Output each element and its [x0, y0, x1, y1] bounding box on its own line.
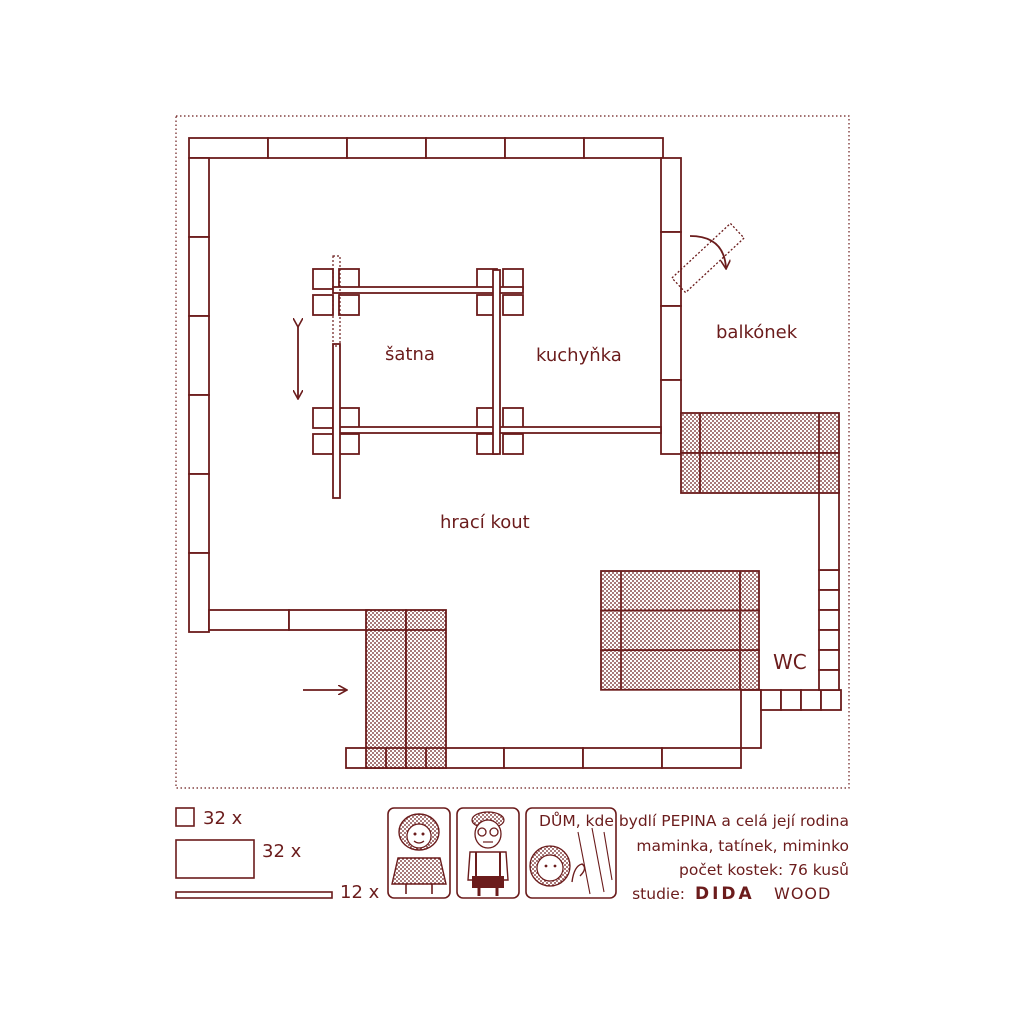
- legend: 32 x 32 x 12 x: [175, 807, 380, 903]
- baby-card: [525, 807, 617, 899]
- wall-block: [660, 305, 682, 381]
- wall-block: [503, 747, 584, 769]
- post-block: [502, 407, 524, 429]
- wall-block: [740, 689, 762, 749]
- dotted-block: [600, 570, 760, 612]
- wall-block: [188, 552, 210, 633]
- info-studio-label: studie:: [632, 885, 685, 903]
- wall-block: [818, 489, 840, 571]
- wall-block: [818, 569, 840, 591]
- wall-block: [288, 609, 370, 631]
- wall-block: [818, 629, 840, 651]
- wall-block: [660, 231, 682, 307]
- info-title: DŮM, kde bydlí PEPINA a celá její rodina: [539, 811, 849, 830]
- post-block: [338, 294, 360, 316]
- wardrobe-door: [332, 255, 341, 347]
- wall-block: [820, 689, 842, 711]
- wall-block: [660, 157, 682, 233]
- post-block: [338, 268, 360, 290]
- wall-block: [188, 137, 269, 159]
- dotted-block: [680, 412, 840, 454]
- dotted-block: [600, 649, 760, 691]
- plank: [332, 343, 341, 499]
- dotted-block: [365, 609, 407, 769]
- wall-block: [267, 137, 348, 159]
- wall-block: [818, 649, 840, 671]
- room-label-hraci-kout: hrací kout: [440, 512, 530, 533]
- balcony-door: [671, 222, 745, 294]
- wall-block: [188, 236, 210, 317]
- plan-border: [175, 115, 850, 789]
- post-block: [338, 407, 360, 429]
- wall-block: [818, 609, 840, 631]
- wall-block: [800, 689, 822, 711]
- post-block: [502, 433, 524, 455]
- post-block: [502, 268, 524, 290]
- wall-block: [425, 137, 506, 159]
- wall-block: [660, 379, 682, 455]
- brand-dida: DIDA: [695, 884, 755, 904]
- father-card: [456, 807, 520, 899]
- dotted-block: [680, 452, 840, 494]
- info-block: DŮM, kde bydlí PEPINA a celá její rodina…: [539, 811, 849, 904]
- brand-wood: WOOD: [774, 884, 831, 903]
- dotted-block: [600, 609, 760, 652]
- wall-block: [504, 137, 585, 159]
- wall-block: [582, 747, 663, 769]
- wall-block: [583, 137, 664, 159]
- wall-block: [760, 689, 782, 711]
- legend-small-block: [175, 807, 195, 827]
- room-label-satna: šatna: [385, 344, 435, 365]
- room-label-balkonek: balkónek: [716, 322, 798, 343]
- post-block: [502, 294, 524, 316]
- legend-small-count: 32 x: [203, 808, 243, 829]
- wall-block: [780, 689, 802, 711]
- post-block: [312, 433, 334, 455]
- wall-block: [188, 394, 210, 475]
- post-block: [338, 433, 360, 455]
- info-count: počet kostek: 76 kusů: [679, 861, 849, 879]
- post-block: [312, 294, 334, 316]
- wall-block: [818, 589, 840, 611]
- legend-medium-count: 32 x: [262, 841, 302, 862]
- wall-block: [818, 669, 840, 691]
- info-family: maminka, tatínek, miminko: [636, 837, 849, 855]
- room-label-kuchynka: kuchyňka: [536, 345, 622, 366]
- legend-medium-block: [175, 839, 255, 879]
- wall-block: [188, 315, 210, 396]
- post-block: [312, 268, 334, 290]
- wall-block: [188, 473, 210, 554]
- dotted-block: [405, 609, 447, 769]
- legend-long-count: 12 x: [340, 882, 380, 903]
- wall-block: [661, 747, 742, 769]
- post-block: [312, 407, 334, 429]
- girl-card: [387, 807, 451, 899]
- plank: [492, 269, 501, 455]
- wall-block: [346, 137, 427, 159]
- walls: [188, 137, 842, 769]
- room-label-wc: WC: [773, 650, 807, 674]
- wall-block: [208, 609, 290, 631]
- dotted-blocks: [365, 412, 840, 769]
- legend-long-block: [175, 891, 333, 899]
- wall-block: [188, 157, 210, 238]
